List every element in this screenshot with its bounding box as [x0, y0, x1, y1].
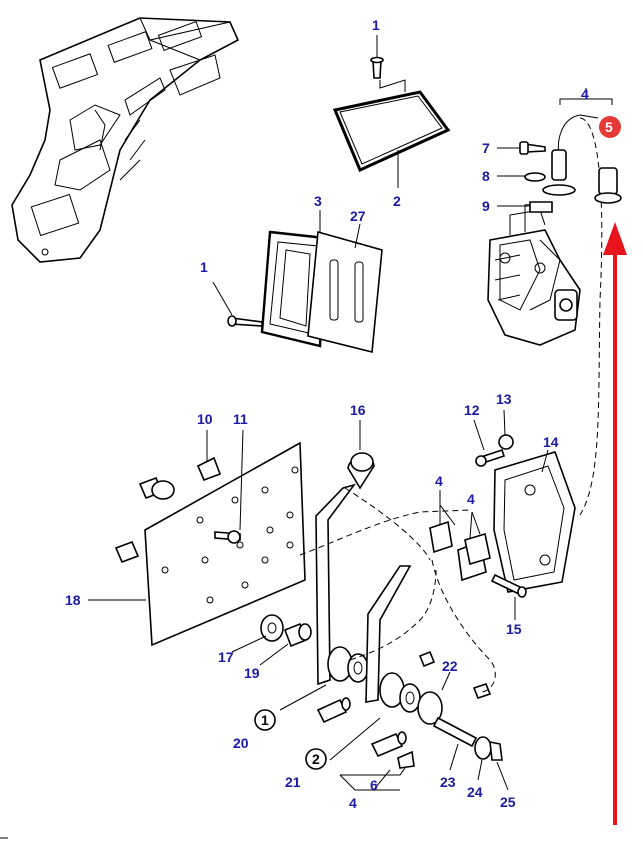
label-24: 24: [467, 784, 483, 800]
label-4-bottom: 4: [349, 795, 357, 811]
label-7: 7: [482, 140, 490, 156]
cab-console-housing: [11, 17, 240, 263]
part-22-disc: [441, 671, 451, 691]
part-18-base-plate: [144, 441, 306, 647]
part-13-washer: [498, 409, 514, 450]
part-12-screw: [473, 419, 506, 467]
part-17-washer: [231, 614, 284, 653]
control-valve-block: [487, 202, 581, 346]
label-4-switch-a: 4: [435, 473, 443, 489]
label-21: 21: [285, 774, 301, 790]
part-25-nut: [489, 741, 509, 791]
label-4-top: 4: [581, 86, 589, 102]
part-11-bolt: [214, 429, 244, 544]
part-7-bolt: [497, 141, 546, 155]
part-2-seal-frame: [332, 79, 451, 188]
label-5: 5: [605, 119, 613, 135]
label-8: 8: [482, 168, 490, 184]
callout-circle-1: [254, 709, 276, 731]
part-9-clip: [497, 201, 553, 213]
control-lever-1: [315, 483, 369, 686]
part-27-gasket: [307, 223, 383, 354]
part-23-pin: [432, 716, 478, 771]
callout-circle-2: [305, 748, 327, 770]
part-labels: 1 2 3 27 1 4 5 7 8 9 10 11 16 12 13 14 4…: [65, 17, 613, 811]
control-cables: [299, 487, 496, 693]
label-22: 22: [442, 658, 458, 674]
part-14-mounting-bracket: [493, 449, 576, 593]
part-4-cable-top: [542, 88, 613, 516]
control-lever-2: [365, 565, 443, 725]
part-8-washer: [497, 172, 546, 182]
label-14: 14: [543, 434, 559, 450]
part-24-washer: [474, 736, 492, 781]
label-9: 9: [482, 198, 490, 214]
part-15-bolt: [490, 573, 527, 620]
label-20: 20: [233, 735, 249, 751]
label-4-switch-b: 4: [467, 491, 475, 507]
label-25: 25: [500, 794, 516, 810]
part-1-screw-left: [212, 281, 263, 327]
part-19-bushing: [259, 622, 312, 666]
label-15: 15: [506, 621, 522, 637]
highlight-marker-5: [599, 116, 621, 138]
label-16: 16: [350, 402, 366, 418]
direction-arrow: [603, 222, 627, 825]
label-3: 3: [314, 193, 322, 209]
part-5-connector: [594, 167, 622, 204]
label-11: 11: [233, 411, 248, 427]
callout-1-text: 1: [261, 712, 269, 728]
label-10: 10: [197, 411, 213, 427]
part-4-linkage-lines: [279, 684, 406, 791]
label-17: 17: [218, 649, 234, 665]
label-12: 12: [464, 402, 480, 418]
part-16-lever-knob: [347, 420, 375, 490]
label-2: 2: [393, 193, 401, 209]
part-10-pins: [114, 430, 222, 564]
clevis-assemblies: [316, 650, 492, 769]
part-4-switches: [429, 490, 491, 582]
label-13: 13: [496, 391, 512, 407]
callout-2-text: 2: [312, 751, 320, 767]
label-19: 19: [244, 665, 260, 681]
label-18: 18: [65, 592, 81, 608]
label-23: 23: [440, 774, 456, 790]
label-1-top: 1: [372, 17, 380, 33]
label-27: 27: [350, 208, 366, 224]
part-1-screw-top: [370, 35, 384, 79]
label-6: 6: [370, 777, 378, 793]
label-1-left: 1: [200, 259, 208, 275]
